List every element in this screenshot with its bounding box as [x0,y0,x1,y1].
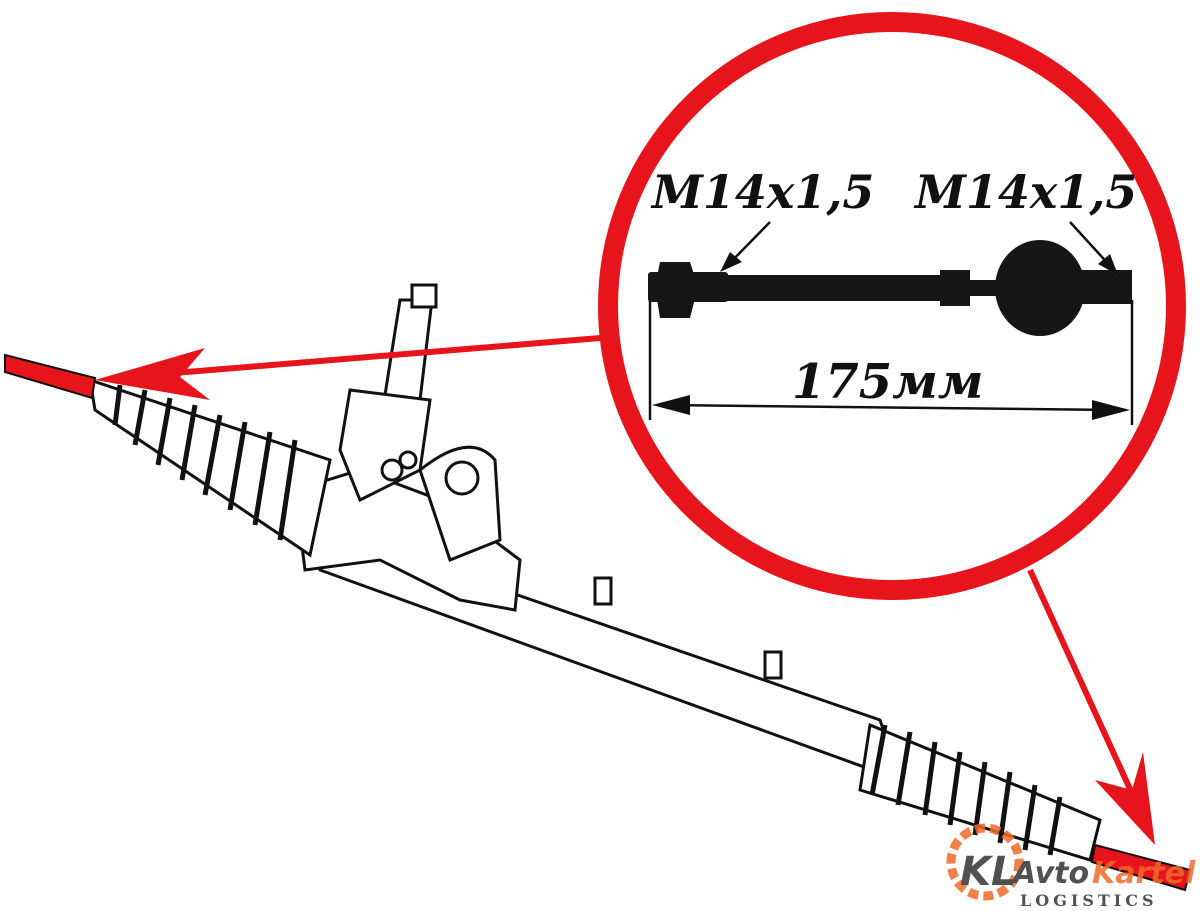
svg-text:KL: KL [960,849,1016,895]
thread-label-right: M14x1,5 [913,165,1137,219]
right-boot [858,722,1102,862]
tie-rod [648,240,1132,336]
zoom-callout-circle [598,12,1186,600]
mounting-bracket [418,445,502,562]
logo-brand-a: Avto [1011,856,1089,891]
logo-sub: LOGISTICS [1020,891,1158,910]
pinion-housing [338,388,432,503]
callout-arrows [95,335,1155,845]
left-tie-rod-highlight [4,353,97,400]
left-boot [88,377,332,558]
brand-logo: KL Avto Kartel LOGISTICS [946,823,1196,910]
right-tie-rod-highlight [1090,843,1192,892]
steering-rack [88,283,1102,862]
length-label: 175мм [792,354,983,410]
lock-nut [655,262,698,318]
ball-joint [995,240,1085,336]
thread-label-left: M14x1,5 [650,165,874,219]
gear-icon [946,823,1024,901]
dimension-line [648,221,1134,425]
logo-brand-b: Kartel [1092,856,1196,891]
